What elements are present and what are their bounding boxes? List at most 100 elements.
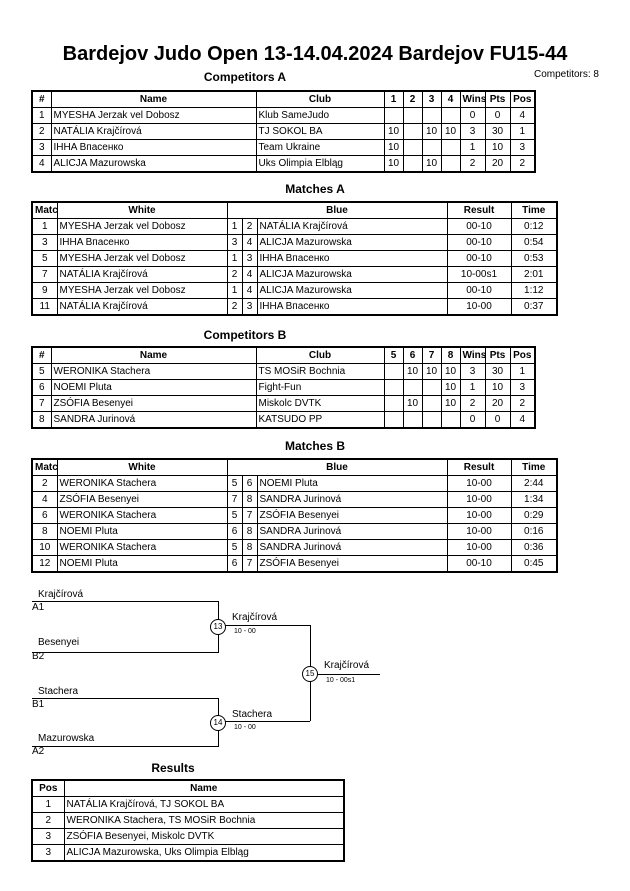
table-cell: 1 [226,282,243,299]
table-cell: 5 [226,475,243,492]
table-cell: 4 [241,234,258,251]
table-cell: 7 [226,491,243,508]
table-cell: WERONIKA Stachera [56,475,228,492]
table-cell: 0 [484,411,511,429]
col-header: Pts [484,90,511,108]
col-header: 8 [440,346,461,364]
table-cell: 3 [31,139,52,156]
col-header: Match [31,458,58,476]
table-cell: 3 [241,250,258,267]
bracket-sf2-bottom-name: Mazurowska [38,733,95,744]
table-cell: 10-00 [446,507,512,524]
table-cell [383,363,404,380]
table-cell: 00-10 [446,555,512,573]
table-cell: 20 [484,395,511,412]
table-cell: 30 [484,123,511,140]
table-cell [383,411,404,429]
table-cell [402,107,423,124]
bracket-sf1-winner-line [218,625,310,626]
col-header: # [31,90,52,108]
bracket-sf2-match-number: 14 [210,715,226,731]
table-cell: 11 [31,298,58,316]
table-cell: SANDRA Jurinová [50,411,257,429]
table-cell: 10 [440,363,461,380]
table-cell [421,107,442,124]
table-cell: NATÁLIA Krajčírová [50,123,257,140]
table-cell: 10 [440,123,461,140]
competitors-a-heading: Competitors A [203,70,287,84]
col-header: Wins [459,90,486,108]
table-cell: NOEMI Pluta [56,523,228,540]
table-cell: 8 [241,539,258,556]
table-cell [383,395,404,412]
col-header: Pos [509,346,536,364]
table-cell: 2 [31,123,52,140]
col-header: Club [255,90,385,108]
table-cell [383,379,404,396]
table-cell: 10 [383,155,404,173]
table-cell: KATSUDO PP [255,411,385,429]
table-cell [440,155,461,173]
table-cell [402,123,423,140]
table-cell: 4 [31,155,52,173]
table-cell: 2 [241,218,258,235]
table-cell [440,411,461,429]
table-cell [402,379,423,396]
table-cell [421,411,442,429]
competitors-count: Competitors: 8 [533,69,599,80]
matches-b-heading: Matches B [284,439,346,453]
matches-a-heading: Matches A [285,182,345,196]
table-cell: 0:54 [510,234,558,251]
table-cell: 6 [31,507,58,524]
table-cell: 10-00 [446,491,512,508]
table-header-row: # Name Club 1 2 3 4 Wins Pts Pos [31,90,536,108]
table-cell [421,379,442,396]
table-cell: WERONIKA Stachera [56,507,228,524]
bracket-sf2-top-name: Stachera [38,686,79,697]
table-cell: 0:12 [510,218,558,235]
table-cell [402,411,423,429]
col-header: Blue [226,458,448,476]
table-cell: 10 [440,395,461,412]
table-cell: 00-10 [446,218,512,235]
bracket-sf1-match-number: 13 [210,619,226,635]
competitors-b-heading: Competitors B [203,328,287,342]
table-cell: 2 [459,155,486,173]
table-cell: 2:44 [510,475,558,492]
table-cell: 1 [509,123,536,140]
table-cell: 10 [421,155,442,173]
table-cell: Fight-Fun [255,379,385,396]
table-cell: WERONIKA Stachera, TS MOSiR Bochnia [63,812,345,829]
col-header: 6 [402,346,423,364]
table-cell: 0 [484,107,511,124]
col-header: 5 [383,346,404,364]
table-cell: 10 [484,139,511,156]
table-cell: IHHA Впасенко [256,250,448,267]
table-cell: ZSÓFIA Besenyei, Miskolc DVTK [63,828,345,845]
col-header: Time [510,201,558,219]
table-cell: 10 [402,395,423,412]
table-cell: SANDRA Jurinová [256,491,448,508]
table-cell: 0:37 [510,298,558,316]
table-cell: 1:12 [510,282,558,299]
col-header: White [56,458,228,476]
table-cell: IHHA Впасенко [256,298,448,316]
table-cell: 6 [226,523,243,540]
table-cell [421,395,442,412]
table-cell: 10 [440,379,461,396]
table-cell: 00-10 [446,282,512,299]
col-header: 4 [440,90,461,108]
table-cell: 0:29 [510,507,558,524]
